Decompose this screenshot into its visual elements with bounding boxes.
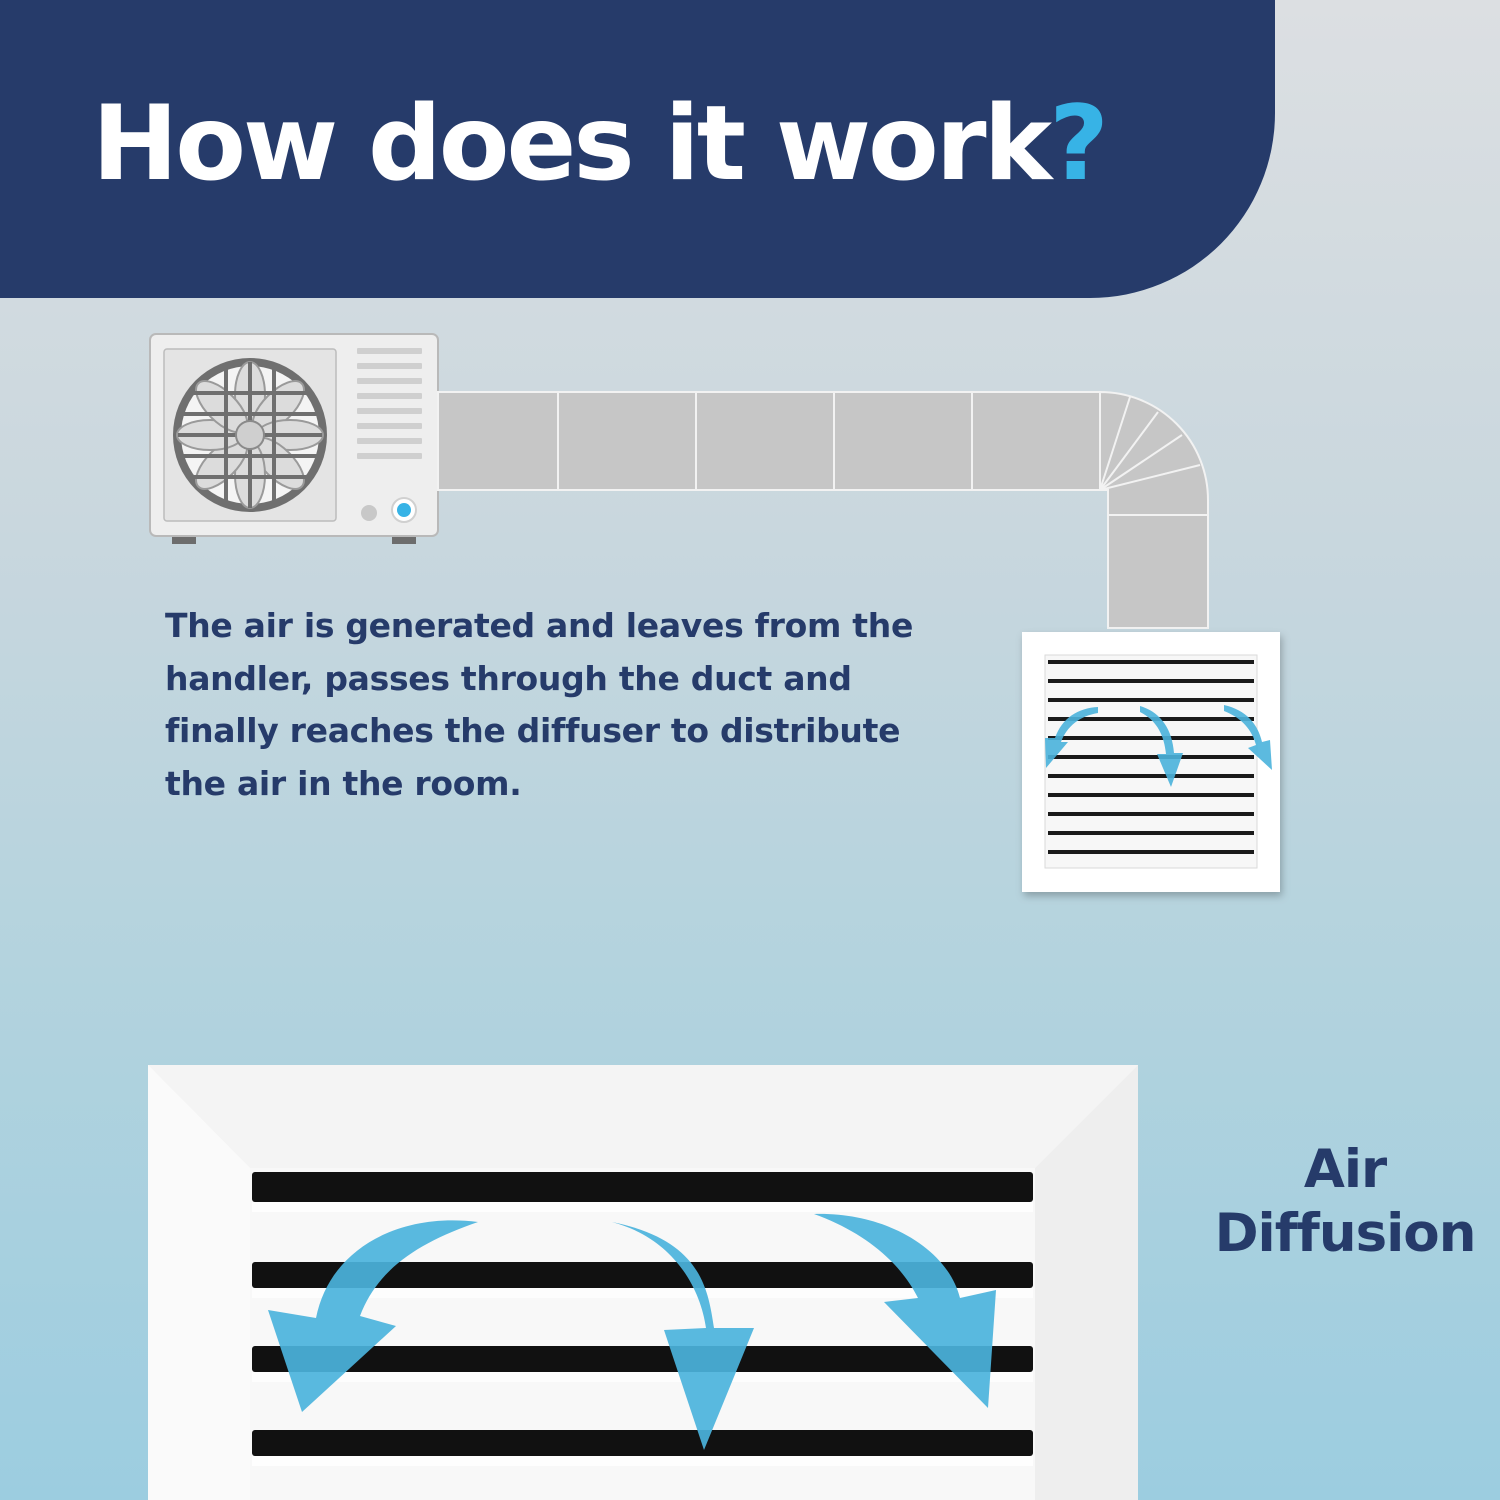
description-text: The air is generated and leaves from the… [165, 606, 914, 803]
page-title-text: How does it work [92, 84, 1052, 204]
air-duct [437, 390, 1209, 629]
small-diffuser [1022, 632, 1280, 892]
power-button-icon [391, 497, 417, 523]
air-handler-unit [149, 333, 439, 544]
airflow-arrow-icon [1045, 705, 1272, 787]
airflow-arrow-icon [268, 1213, 996, 1450]
caption-line-2: Diffusion [1214, 1203, 1477, 1264]
page-title: How does it work? [92, 87, 1109, 201]
question-mark: ? [1049, 84, 1109, 204]
unit-vent-slats [357, 348, 422, 459]
caption-line-1: Air [1303, 1139, 1387, 1200]
air-diffusion-caption: Air Diffusion [1190, 1138, 1500, 1266]
indicator-light [361, 505, 377, 521]
header-banner: How does it work? [0, 0, 1275, 298]
fan-icon [173, 358, 327, 512]
large-diffuser [148, 1065, 1138, 1500]
